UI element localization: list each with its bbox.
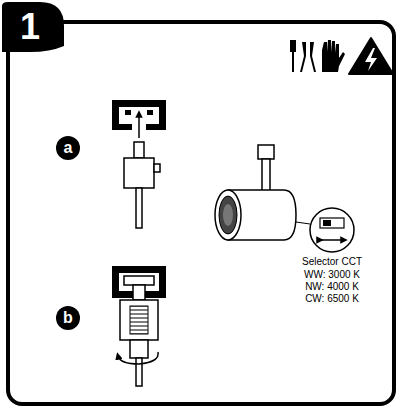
step-number: 1 — [20, 9, 40, 45]
track-adapter-a — [112, 100, 166, 228]
cct-option: WW: 3000 K — [304, 270, 360, 280]
track-adapter-b — [112, 266, 166, 386]
selector-label: Selector CCT — [302, 257, 362, 267]
spotlight — [215, 145, 310, 240]
warning-icon — [349, 38, 393, 74]
callout-circle — [56, 306, 80, 330]
callout-letter: b — [63, 310, 73, 326]
tools-icon — [290, 40, 316, 72]
callout-circle — [56, 136, 80, 160]
step-tab — [2, 2, 64, 52]
cct-option: NW: 4000 K — [305, 282, 359, 292]
glove-icon — [322, 40, 345, 72]
callout-letter: a — [64, 140, 73, 156]
cct-option: CW: 6500 K — [305, 294, 359, 304]
step-frame — [8, 22, 394, 404]
selector-inset — [310, 208, 354, 252]
